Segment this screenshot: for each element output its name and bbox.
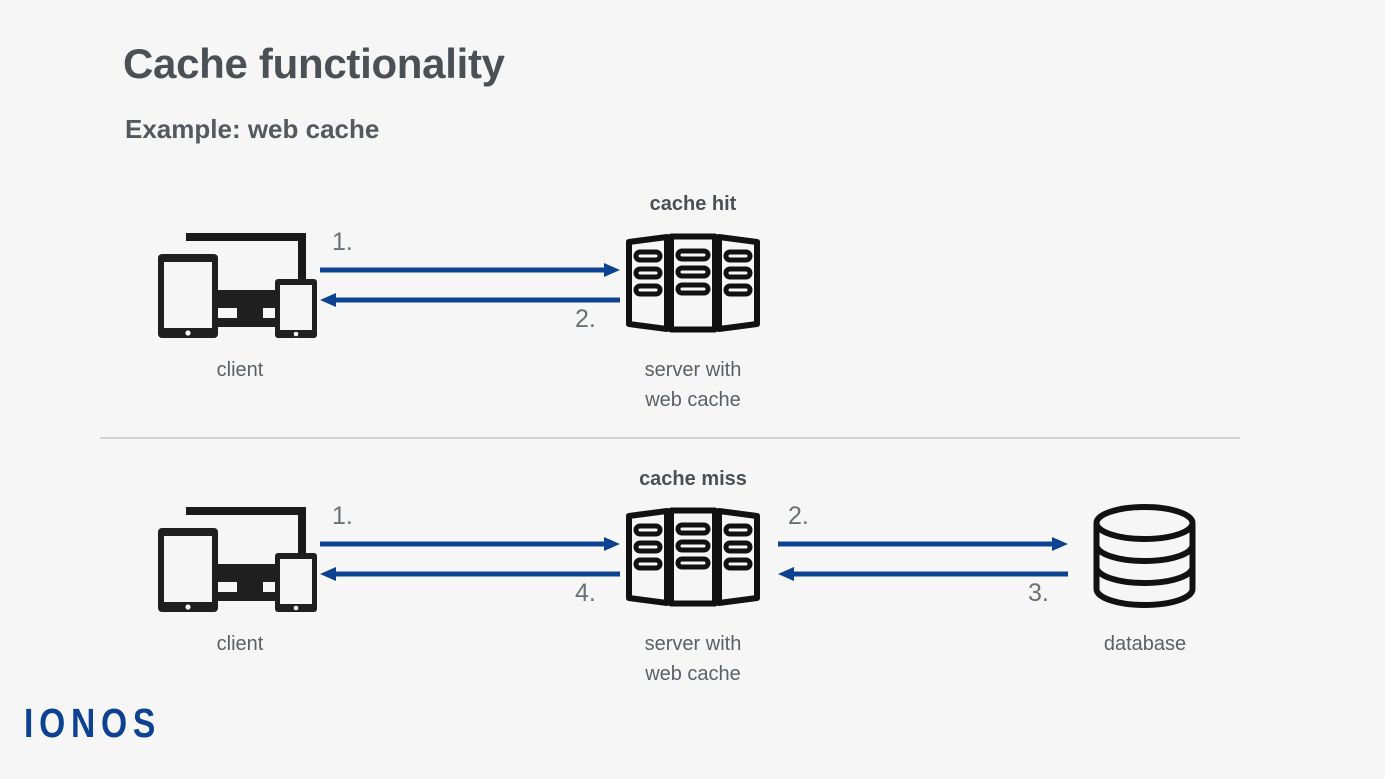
step-label-miss-2: 2. — [788, 502, 809, 530]
arrow-hit-step2 — [320, 292, 620, 308]
server-icon — [620, 502, 766, 612]
ionos-logo: IONOS — [24, 700, 162, 746]
page-subtitle: Example: web cache — [125, 114, 380, 144]
arrow-miss-step3 — [778, 566, 1068, 582]
arrow-hit-step1 — [320, 262, 620, 278]
server-icon — [620, 228, 766, 338]
devices-icon — [155, 502, 325, 612]
database-label: database — [1103, 633, 1187, 655]
devices-icon — [155, 228, 325, 338]
step-label-hit-1: 1. — [332, 228, 353, 256]
cache-miss-heading: cache miss — [639, 468, 747, 490]
server-label-bottom: server with web cache — [644, 633, 742, 685]
page-title: Cache functionality — [123, 40, 505, 87]
client-label-top: client — [216, 359, 264, 381]
cache-hit-heading: cache hit — [649, 193, 737, 215]
step-label-hit-2: 2. — [575, 305, 596, 333]
section-divider — [100, 437, 1240, 439]
arrow-miss-step1 — [320, 536, 620, 552]
step-label-miss-4: 4. — [575, 579, 596, 607]
arrow-miss-step4 — [320, 566, 620, 582]
step-label-miss-3: 3. — [1028, 579, 1049, 607]
arrow-miss-step2 — [778, 536, 1068, 552]
server-label-top: server with web cache — [644, 359, 742, 411]
database-icon — [1087, 503, 1202, 613]
step-label-miss-1: 1. — [332, 502, 353, 530]
client-label-bottom: client — [216, 633, 264, 655]
